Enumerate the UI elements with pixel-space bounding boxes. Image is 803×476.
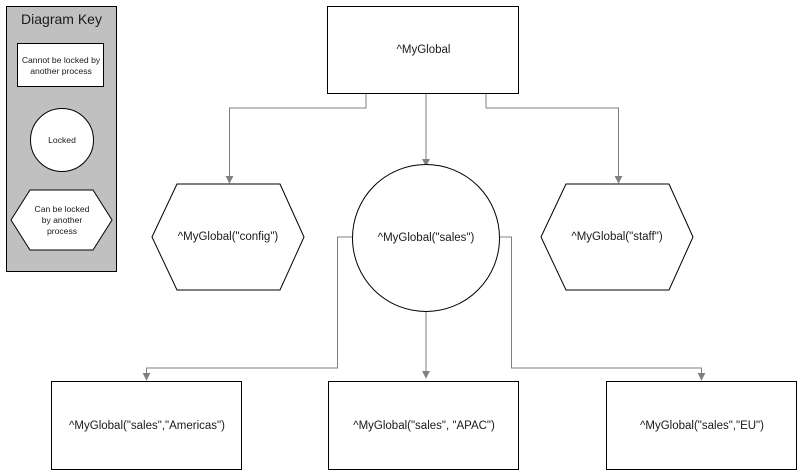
node-root-label: ^MyGlobal (396, 44, 451, 57)
connector-sales-americas (142, 236, 352, 381)
key-circle-shape (30, 108, 94, 172)
node-config-shape (151, 183, 305, 291)
key-label-cannot-lock: Cannot be locked by another process (21, 54, 101, 76)
node-americas-shape (51, 381, 242, 470)
diagram-key-title: Diagram Key (21, 11, 102, 28)
node-eu-shape (606, 381, 797, 470)
key-rectangle-shape (17, 43, 104, 87)
key-label-locked: Locked (48, 134, 76, 145)
node-root-shape (327, 6, 519, 94)
node-apac-label: ^MyGlobal("sales", "APAC") (353, 419, 495, 432)
node-staff-label: ^MyGlobal("staff") (571, 230, 663, 243)
node-sales-label: ^MyGlobal("sales") (377, 231, 475, 244)
node-staff-shape (540, 183, 694, 291)
node-americas-label: ^MyGlobal("sales","Americas") (69, 419, 225, 432)
node-apac-shape (328, 381, 519, 470)
key-hexagon-shape (10, 189, 113, 251)
node-config-label: ^MyGlobal("config") (177, 230, 279, 243)
connector-root-staff (485, 94, 623, 184)
key-label-can-lock: Can be locked by another process (34, 204, 90, 236)
connector-root-config (225, 94, 367, 184)
connector-sales-eu (500, 236, 706, 381)
node-eu-label: ^MyGlobal("sales","EU") (640, 419, 764, 432)
node-sales-shape (352, 164, 500, 312)
